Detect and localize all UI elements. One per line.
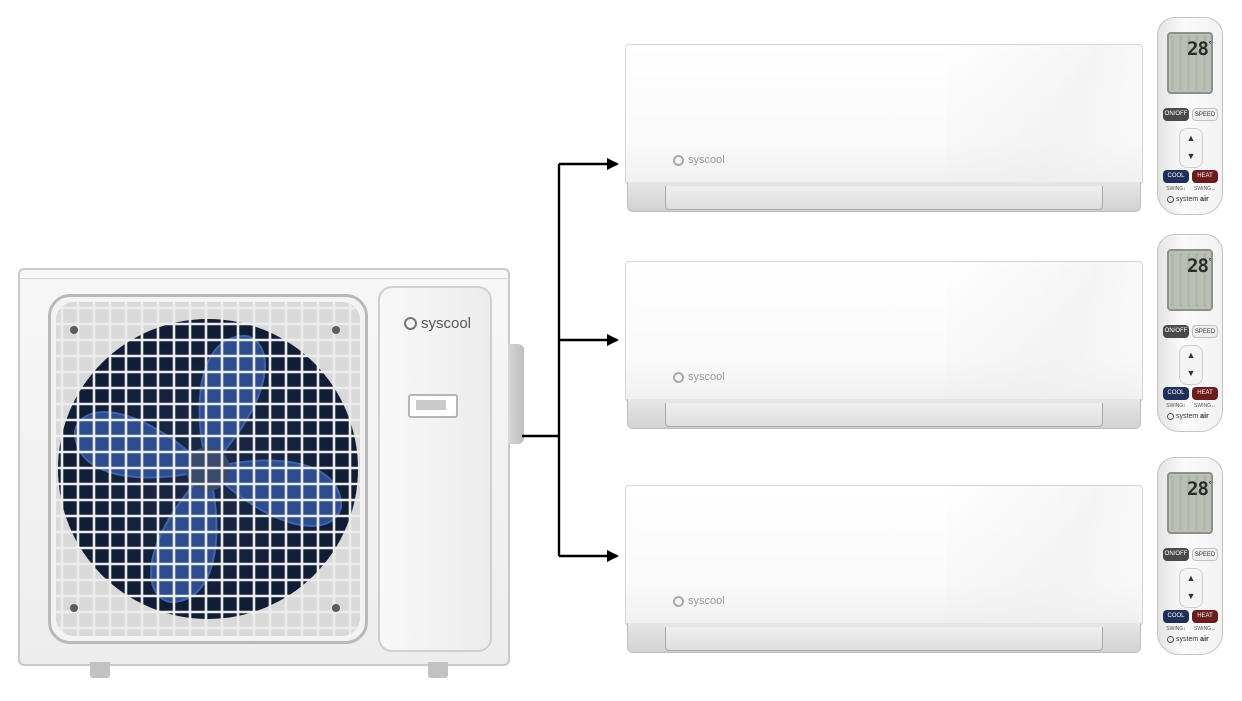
cool-button[interactable]: COOL (1163, 387, 1189, 400)
heat-button[interactable]: HEAT (1192, 387, 1218, 400)
outdoor-unit-foot (428, 662, 448, 678)
chevron-down-icon[interactable]: ▼ (1186, 368, 1196, 378)
screw-icon (332, 604, 340, 612)
chevron-down-icon[interactable]: ▼ (1186, 591, 1196, 601)
brand-ring-icon (404, 317, 417, 330)
remote-controller-1: 28° ON/OFF SPEED ▲ ▼ COOL HEAT SWING↕ SW… (1157, 17, 1223, 215)
brand-ring-icon (673, 154, 684, 166)
brand-ring-icon (1167, 636, 1174, 643)
outdoor-unit-side-panel (378, 286, 492, 652)
chevron-up-icon[interactable]: ▲ (1186, 133, 1196, 143)
chevron-up-icon[interactable]: ▲ (1186, 573, 1196, 583)
swing-vertical-button[interactable]: SWING↕ (1166, 403, 1186, 409)
swing-horizontal-button[interactable]: SWING↔ (1194, 186, 1216, 192)
screw-icon (70, 604, 78, 612)
swing-vertical-button[interactable]: SWING↕ (1166, 626, 1186, 632)
remote-temperature: 28° (1187, 478, 1213, 500)
cool-button[interactable]: COOL (1163, 170, 1189, 183)
brand-ring-icon (1167, 196, 1174, 203)
indoor-unit-logo: syscool (673, 154, 725, 166)
remote-lcd: 28° (1167, 249, 1213, 311)
outdoor-unit-logo: syscool (404, 315, 471, 332)
heat-button[interactable]: HEAT (1192, 610, 1218, 623)
fan-blade (206, 459, 343, 527)
outdoor-unit-fan (56, 302, 360, 636)
heat-button[interactable]: HEAT (1192, 170, 1218, 183)
outdoor-unit-brand: syscool (421, 315, 472, 332)
indoor-unit-brand: syscool (688, 595, 725, 607)
chevron-down-icon[interactable]: ▼ (1186, 151, 1196, 161)
outdoor-unit-display (408, 394, 458, 418)
temperature-rocker[interactable]: ▲ ▼ (1179, 128, 1203, 168)
indoor-unit-brand: syscool (688, 371, 725, 383)
speed-button[interactable]: SPEED (1192, 548, 1218, 561)
screw-icon (332, 326, 340, 334)
fan-blade (150, 467, 218, 604)
speed-button[interactable]: SPEED (1192, 325, 1218, 338)
outdoor-unit-foot (90, 662, 110, 678)
indoor-unit-louver (665, 627, 1103, 651)
indoor-unit-3: syscool (625, 485, 1143, 653)
remote-lcd: 28° (1167, 472, 1213, 534)
swing-horizontal-button[interactable]: SWING↔ (1194, 403, 1216, 409)
fan-icon (56, 302, 360, 636)
indoor-unit-louver (665, 186, 1103, 210)
outdoor-unit: syscool (18, 268, 524, 678)
swing-horizontal-button[interactable]: SWING↔ (1194, 626, 1216, 632)
remote-temperature: 28° (1187, 38, 1213, 60)
brand-ring-icon (1167, 413, 1174, 420)
swing-vertical-button[interactable]: SWING↕ (1166, 186, 1186, 192)
outdoor-unit-top-seam (18, 278, 510, 279)
remote-temperature: 28° (1187, 255, 1213, 277)
remote-lcd: 28° (1167, 32, 1213, 94)
on-off-button[interactable]: ON/OFF (1163, 108, 1189, 121)
brand-ring-icon (673, 595, 684, 607)
indoor-unit-1: syscool (625, 44, 1143, 212)
indoor-unit-front-panel (625, 261, 1143, 401)
chevron-up-icon[interactable]: ▲ (1186, 350, 1196, 360)
remote-controller-3: 28° ON/OFF SPEED ▲ ▼ COOL HEAT SWING↕ SW… (1157, 457, 1223, 655)
indoor-unit-front-panel (625, 485, 1143, 625)
indoor-unit-logo: syscool (673, 595, 725, 607)
brand-ring-icon (673, 371, 684, 383)
outdoor-unit-pipe-port (508, 344, 524, 444)
temperature-rocker[interactable]: ▲ ▼ (1179, 568, 1203, 608)
on-off-button[interactable]: ON/OFF (1163, 325, 1189, 338)
indoor-unit-logo: syscool (673, 371, 725, 383)
indoor-unit-brand: syscool (688, 154, 725, 166)
remote-controller-2: 28° ON/OFF SPEED ▲ ▼ COOL HEAT SWING↕ SW… (1157, 234, 1223, 432)
indoor-unit-louver (665, 403, 1103, 427)
screw-icon (70, 326, 78, 334)
cool-button[interactable]: COOL (1163, 610, 1189, 623)
on-off-button[interactable]: ON/OFF (1163, 548, 1189, 561)
temperature-rocker[interactable]: ▲ ▼ (1179, 345, 1203, 385)
indoor-unit-2: syscool (625, 261, 1143, 429)
speed-button[interactable]: SPEED (1192, 108, 1218, 121)
